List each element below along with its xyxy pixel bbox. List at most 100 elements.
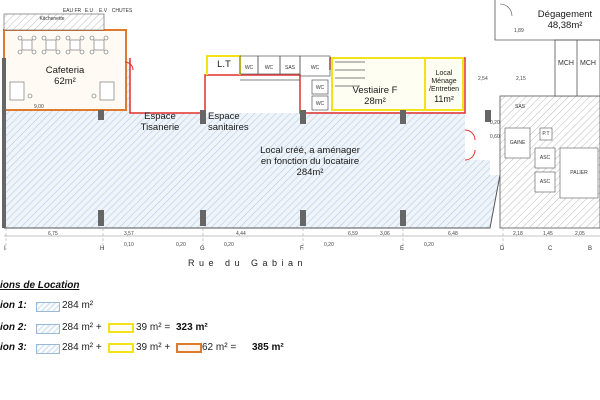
label-pt: P.T (542, 131, 550, 137)
dim-side-4: 0,20 (490, 120, 500, 126)
label-sas-2: SAS (514, 104, 525, 110)
core-block (499, 39, 600, 229)
label-wc-5: WC (315, 101, 325, 107)
label-main-area: Local créé, a aménager en fonction du lo… (240, 145, 380, 179)
dim-side-1: 1,89 (514, 28, 524, 34)
label-lt: L.T (217, 59, 231, 70)
dim-bottom-6: 0,20 (224, 242, 234, 248)
street-name: Rue du Gabian (188, 258, 308, 268)
dim-side-5: 9,00 (34, 104, 44, 110)
swatch-yellow-2 (108, 323, 134, 333)
axis-e: E (400, 246, 405, 252)
swatch-yellow-3 (108, 343, 134, 353)
dim-bottom-5: 4,44 (236, 231, 246, 237)
tisanerie-outline (129, 58, 205, 114)
label-palier: PALIER (570, 170, 588, 176)
dim-bottom-13: 1,45 (543, 231, 553, 237)
label-eu: E.U (84, 8, 94, 14)
label-asc-1: ASC (539, 155, 551, 161)
legend-title: ions de Location (0, 280, 80, 291)
kitchenette-zone (3, 13, 105, 31)
legend: ions de Location ion 1: 284 m² ion 2: 28… (0, 276, 600, 396)
axis-b: B (588, 246, 593, 252)
vestiaire-room (331, 57, 426, 111)
axis-g: G (200, 246, 205, 252)
label-asc-2: ASC (539, 179, 551, 185)
label-espace-tisanerie: Espace Tisanerie (130, 111, 190, 134)
option-2-total: 323 m² (176, 322, 208, 333)
label-mch-1: MCH (558, 60, 574, 67)
dim-bottom-4: 0,20 (176, 242, 186, 248)
sanitaires-line-2: sanitaires (208, 121, 249, 133)
label-chutes: CHUTES (111, 8, 133, 14)
degagement-name: Dégagement (537, 9, 593, 20)
doors (124, 61, 476, 161)
option-3-label: ion 3: (0, 342, 27, 353)
axis-c: C (548, 246, 553, 252)
dim-bottom-12: 2,18 (513, 231, 523, 237)
label-wc-4: WC (315, 85, 325, 91)
option-2-part-2: 39 m² = (136, 322, 171, 333)
label-ev: E.V (98, 8, 108, 14)
label-espace-sanitaires: Espace sanitaires (208, 111, 263, 134)
label-gaine: GAINE (509, 140, 526, 146)
vestiaire-name: Vestiaire F (352, 85, 398, 96)
degagement-door (499, 3, 513, 17)
main-line-2: en fonction du locataire (260, 155, 360, 167)
label-wc-2: WC (264, 65, 274, 71)
option-3-part-2: 39 m² + (136, 342, 171, 353)
dim-bottom-3: 0,10 (124, 242, 134, 248)
cafeteria-furniture (9, 35, 115, 101)
swatch-hatched-1 (36, 302, 60, 312)
tisanerie-line-2: Tisanerie (140, 121, 180, 133)
swatch-hatched-2 (36, 324, 60, 334)
option-3-total: 385 m² (252, 342, 284, 353)
menage-line-3: /Entretien (429, 86, 459, 94)
structural-columns (2, 58, 491, 228)
sanitaires-partitions (239, 55, 365, 111)
dim-bottom-11: 6,48 (448, 231, 458, 237)
main-line-1: Local créé, a aménager (260, 145, 360, 156)
degagement-area: 48,38m² (547, 19, 583, 31)
label-eau-fr: EAU FR (62, 8, 82, 14)
menage-line-1: Local (435, 70, 453, 77)
dim-bottom-8: 0,20 (324, 242, 334, 248)
label-local-menage: Local Ménage /Entretien 11m² (425, 70, 463, 104)
dim-bottom-2: 3,57 (124, 231, 134, 237)
menage-line-2: Ménage (431, 78, 457, 86)
dim-side-6: 0,60 (490, 134, 500, 140)
main-hatched-area (4, 58, 500, 228)
swatch-orange-3 (176, 343, 202, 353)
dim-side-2: 2,54 (478, 76, 488, 82)
label-wc-1: WC (244, 65, 254, 71)
swatch-hatched-3 (36, 344, 60, 354)
main-area-value: 284m² (296, 166, 324, 178)
sanitaires-line-1: Espace (208, 111, 240, 122)
dim-bottom-14: 2,05 (575, 231, 585, 237)
vestiaire-area: 28m² (364, 95, 386, 107)
cafeteria-area: 62m² (54, 75, 76, 87)
label-degagement: Dégagement 48,38m² (530, 9, 600, 32)
option-1-label: ion 1: (0, 300, 27, 311)
dim-bottom-1: 6,75 (48, 231, 58, 237)
grid-lines (5, 228, 504, 250)
local-menage-room (424, 57, 464, 111)
label-mch-2: MCH (580, 60, 596, 67)
dim-bottom-9: 3,06 (380, 231, 390, 237)
label-cafeteria: Cafeteria 62m² (40, 65, 90, 88)
option-3-part-1: 284 m² + (62, 342, 102, 353)
axis-h: H (100, 246, 105, 252)
main-outline (4, 174, 501, 229)
axis-i: I (4, 246, 6, 252)
label-kitchenette: Kitchenette (39, 16, 65, 22)
tisanerie-line-1: Espace (144, 111, 176, 122)
dim-side-3: 2,15 (516, 76, 526, 82)
menage-area: 11m² (434, 94, 454, 105)
option-2-label: ion 2: (0, 322, 27, 333)
option-2-part-1: 284 m² + (62, 322, 102, 333)
axis-f: F (300, 246, 304, 252)
degagement-outline (494, 0, 600, 41)
label-sas: SAS (284, 65, 295, 71)
axis-d: D (500, 246, 505, 252)
